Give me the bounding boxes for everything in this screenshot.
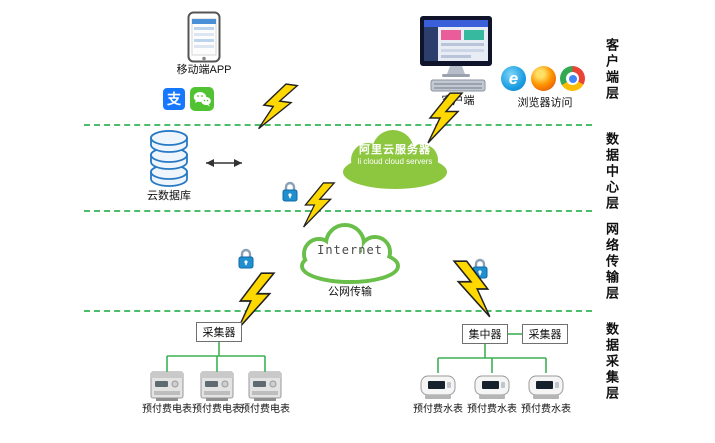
chrome-icon-center <box>566 72 579 85</box>
collector-right-box: 采集器 <box>522 324 568 344</box>
double-arrow-icon <box>206 159 242 167</box>
layer-label-datacenter: 数据中心层 <box>604 132 619 212</box>
electric-meter-icon-3 <box>248 371 282 401</box>
cloud-db-label: 云数据库 <box>147 190 191 202</box>
layer-label-network: 网络传输层 <box>604 222 619 302</box>
lightning-icon-concentrator <box>452 260 491 318</box>
ali-cloud-icon <box>343 130 447 189</box>
alipay-icon: 支 <box>163 88 185 110</box>
water-meter-icon-2 <box>474 375 510 399</box>
internet-cloud-icon <box>300 223 400 284</box>
concentrator-label: 集中器 <box>468 329 502 341</box>
lightning-icon-client <box>427 92 464 144</box>
layer-separator-1 <box>84 124 592 126</box>
wechat-icon <box>190 87 214 111</box>
water-meter-label-1: 预付费水表 <box>413 404 463 415</box>
chrome-browser-icon <box>560 66 585 91</box>
lock-icon-network-left <box>238 248 254 269</box>
layer-label-client: 客户端层 <box>604 38 619 102</box>
collector-left-label: 采集器 <box>202 327 236 339</box>
collector-left-box: 采集器 <box>196 322 242 342</box>
electric-meter-label-2: 预付费电表 <box>192 404 242 415</box>
lightning-icon-ali-internet <box>303 182 336 228</box>
browser-access-label: 浏览器访问 <box>517 97 573 109</box>
client-computer-icon <box>420 16 492 92</box>
ie-browser-icon: e <box>501 66 526 91</box>
electric-meter-label-1: 预付费电表 <box>142 404 192 415</box>
firefox-browser-icon <box>531 66 556 91</box>
lightning-icon-collector <box>237 272 276 330</box>
lock-icon-datacenter <box>282 181 298 202</box>
water-meter-icon-3 <box>528 375 564 399</box>
public-network-label: 公网传输 <box>328 286 372 298</box>
mobile-phone-icon <box>187 11 221 63</box>
water-meter-label-3: 预付费水表 <box>521 404 571 415</box>
alipay-char: 支 <box>167 91 181 107</box>
ali-cloud-subtitle: li cloud cloud servers <box>357 157 433 166</box>
layer-separator-3 <box>84 310 592 312</box>
electric-meter-icon-1 <box>150 371 184 401</box>
collector-right-label: 采集器 <box>528 329 562 341</box>
electric-meter-label-3: 预付费电表 <box>240 404 290 415</box>
mobile-app-label: 移动端APP <box>176 64 232 76</box>
ali-cloud-title: 阿里云服务器 <box>359 144 431 156</box>
electric-meter-icon-2 <box>200 371 234 401</box>
cloud-database-icon <box>150 130 188 187</box>
water-meter-icon-1 <box>420 375 456 399</box>
layer-label-collection: 数据采集层 <box>604 322 619 402</box>
lightning-icon-mobile <box>258 83 299 130</box>
ie-char: e <box>508 69 519 88</box>
water-meter-label-2: 预付费水表 <box>467 404 517 415</box>
concentrator-box: 集中器 <box>462 324 508 344</box>
internet-label: Internet <box>317 243 383 257</box>
layer-separator-2 <box>84 210 592 212</box>
